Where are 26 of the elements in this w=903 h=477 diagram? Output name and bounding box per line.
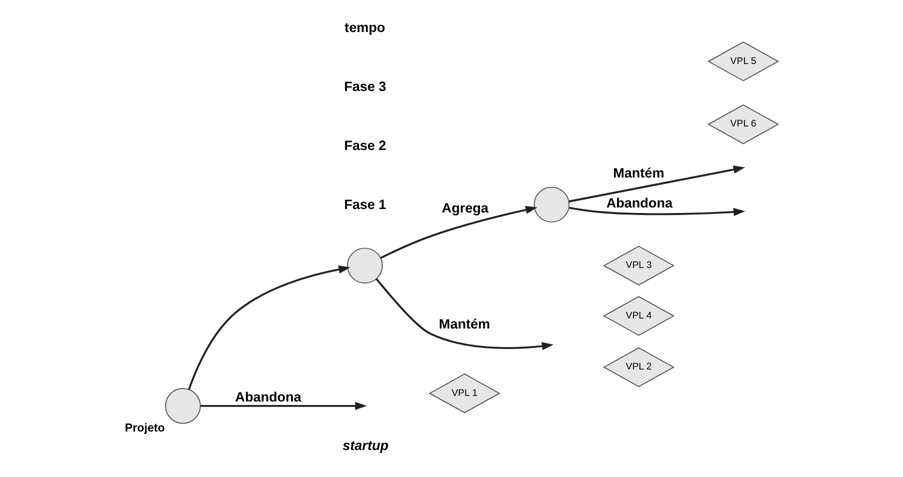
label: Fase 3 xyxy=(344,79,386,94)
arrow xyxy=(380,206,538,259)
edge-label: Mantém xyxy=(613,166,664,181)
edge-label: Agrega xyxy=(442,200,488,216)
node-diamond: VPL 3 xyxy=(602,246,675,286)
arrow xyxy=(569,206,746,216)
label: Fase 1 xyxy=(344,197,386,212)
label: Fase 2 xyxy=(344,138,386,154)
edge-label: Mantém xyxy=(438,316,490,332)
node-label: Projeto xyxy=(124,422,165,435)
node-circle xyxy=(534,186,570,223)
node-diamond: VPL 4 xyxy=(602,296,675,336)
node-circle xyxy=(346,248,383,284)
arrow xyxy=(568,166,746,202)
arrow xyxy=(188,265,350,390)
node-diamond: VPL 5 xyxy=(707,41,780,82)
node-diamond: VPL 2 xyxy=(602,347,675,388)
node-circle xyxy=(165,388,201,424)
edge-label: Abandona xyxy=(235,389,302,404)
arrow xyxy=(376,278,554,350)
arrow xyxy=(200,402,367,410)
label: startup xyxy=(342,438,388,454)
node-diamond: VPL 1 xyxy=(428,373,500,414)
label: tempo xyxy=(344,20,386,36)
node-diamond: VPL 6 xyxy=(707,104,780,144)
edge-label: Abandona xyxy=(606,196,673,211)
